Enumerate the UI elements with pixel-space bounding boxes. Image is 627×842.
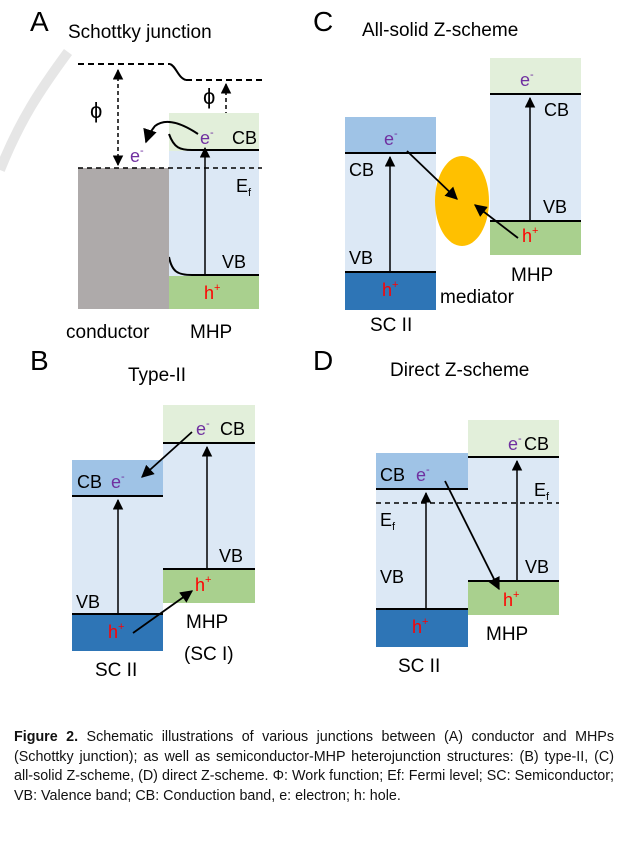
panel-c-title: All-solid Z-scheme [362, 20, 518, 41]
panel-a: A Schottky junction ϕ ϕ e- e- CB Ef VB h… [30, 6, 262, 343]
b-hole-left: h+ [108, 621, 124, 642]
figure-caption: Figure 2. Schematic illustrations of var… [14, 728, 614, 806]
mhp-body [169, 151, 259, 276]
d-cb-right: CB [524, 434, 549, 454]
panel-d-letter: D [313, 345, 333, 376]
mhp-cb-band-c [490, 58, 581, 94]
b-cb-right: CB [220, 419, 245, 439]
d-hole-left: h+ [412, 616, 428, 637]
d-mhp-cb-band [468, 420, 559, 457]
decorative-stroke [0, 49, 73, 172]
panel-a-title: Schottky junction [68, 22, 212, 43]
b-cb-left: CB [77, 472, 102, 492]
mediator-ellipse [435, 156, 489, 246]
b-sc2-label: SC II [95, 660, 137, 681]
d-cb-left: CB [380, 465, 405, 485]
sc2-cb-band [345, 117, 436, 153]
phi-right-label: ϕ [203, 84, 215, 109]
d-ef-right: Ef [534, 480, 550, 503]
panel-c: C All-solid Z-scheme e- CB VB h+ e- CB V… [313, 6, 581, 336]
mhp-body-c [490, 94, 581, 221]
hole-label: h+ [204, 282, 220, 303]
panel-b: B Type-II CB e- e- CB VB h+ VB h+ MHP (S… [30, 345, 255, 681]
mhp-cb-band [169, 113, 259, 151]
panel-a-letter: A [30, 6, 49, 37]
c-vb-left: VB [349, 248, 373, 268]
b-mhp-label: MHP [186, 612, 228, 633]
c-cb-left: CB [349, 160, 374, 180]
c-cb-right: CB [544, 100, 569, 120]
d-sc2-vb-band [376, 609, 468, 647]
c-mhp-label: MHP [511, 265, 553, 286]
c-sc2-label: SC II [370, 315, 412, 336]
conductor-block [78, 168, 169, 309]
d-vb-left: VB [380, 567, 404, 587]
d-vb-right: VB [525, 557, 549, 577]
b-mhp-cb-band [163, 405, 255, 443]
b-sc2-vb-band [72, 614, 163, 651]
panel-b-letter: B [30, 345, 49, 376]
d-recombination-arrow [444, 480, 500, 591]
sc2-vb-band [345, 272, 436, 310]
caption-label: Figure 2. [14, 729, 79, 745]
vacuum-level-step [169, 63, 187, 81]
b-mhp-vb-band [163, 569, 255, 603]
electron-label-conductor: e- [130, 145, 144, 166]
mhp-label-a: MHP [190, 322, 232, 343]
b-electron-transfer-arrow [141, 431, 193, 478]
b-hole-right: h+ [195, 574, 211, 595]
c-mediator-label: mediator [440, 287, 515, 308]
ef-label: Ef [236, 176, 252, 199]
vb-edge-line [168, 256, 259, 276]
b-electron-left: e- [111, 471, 125, 492]
caption-text: Schematic illustrations of various junct… [14, 729, 614, 804]
panel-d: D Direct Z-scheme e- CB CB e- Ef Ef VB V… [313, 345, 559, 677]
d-electron-left: e- [416, 464, 430, 485]
panel-b-title: Type-II [128, 365, 186, 386]
b-hole-transfer-arrow [132, 590, 194, 634]
d-sc2-body [376, 489, 468, 609]
b-mhp-body [163, 443, 255, 569]
d-electron-right: e- [508, 433, 522, 454]
vb-label: VB [222, 252, 246, 272]
electron-to-mediator-arrow [406, 150, 458, 200]
c-electron-right: e- [520, 69, 534, 90]
panel-c-letter: C [313, 6, 333, 37]
d-sc2-cb-band [376, 453, 468, 489]
d-hole-right: h+ [503, 589, 519, 610]
b-vb-left: VB [76, 592, 100, 612]
d-mhp-body [468, 457, 559, 581]
cb-edge-line [168, 133, 259, 151]
d-mhp-vb-band [468, 581, 559, 615]
electron-transfer-arrow [143, 120, 199, 144]
mhp-vb-band-c [490, 221, 581, 255]
d-mhp-label: MHP [486, 624, 528, 645]
panel-d-title: Direct Z-scheme [390, 360, 529, 381]
phi-left-label: ϕ [90, 98, 102, 123]
b-electron-right: e- [196, 418, 210, 439]
junctions-diagram: A Schottky junction ϕ ϕ e- e- CB Ef VB h… [0, 6, 581, 681]
electron-label-cb: e- [200, 127, 214, 148]
hole-to-mediator-arrow [474, 204, 519, 239]
d-sc2-label: SC II [398, 656, 440, 677]
mhp-vb-band [169, 276, 259, 309]
conductor-label: conductor [66, 322, 150, 343]
c-hole-right: h+ [522, 225, 538, 246]
b-vb-right: VB [219, 546, 243, 566]
c-hole-left: h+ [382, 279, 398, 300]
c-vb-right: VB [543, 197, 567, 217]
b-sc1-label: (SC I) [184, 644, 234, 665]
cb-label: CB [232, 128, 257, 148]
d-ef-left: Ef [380, 510, 396, 533]
c-electron-left: e- [384, 128, 398, 149]
